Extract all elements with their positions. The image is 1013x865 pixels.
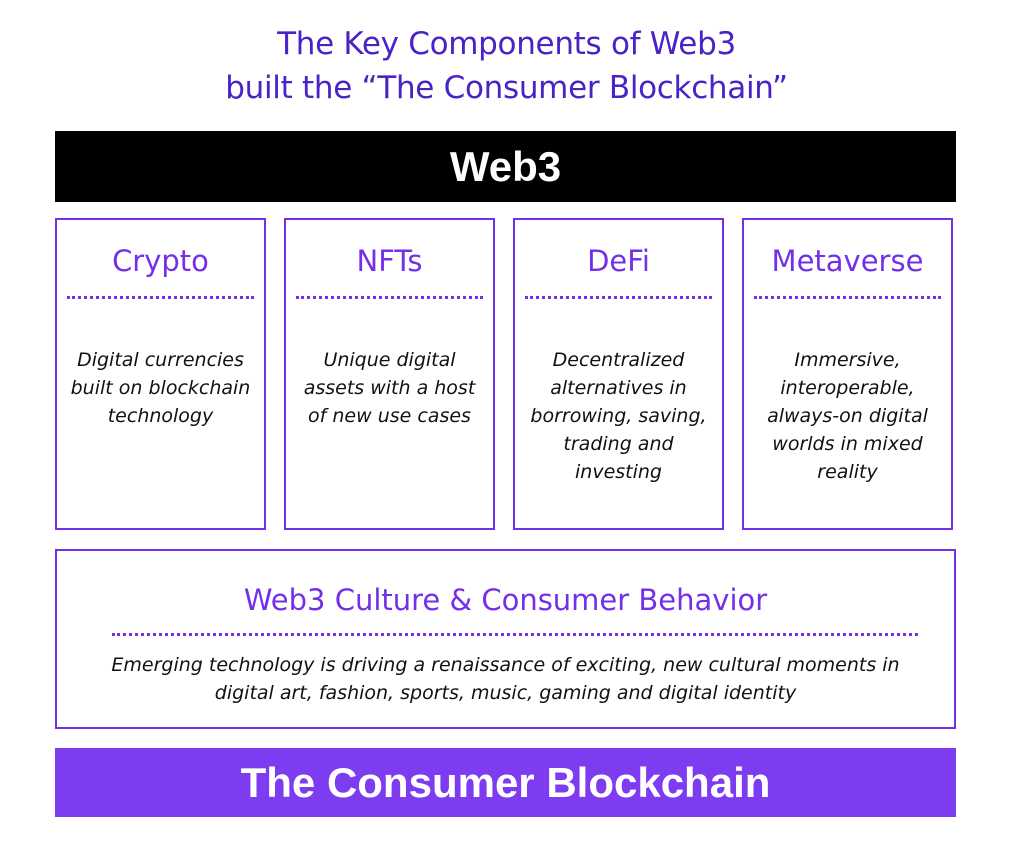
title-line-2: built the “The Consumer Blockchain” <box>225 70 788 106</box>
card-description: Digital currencies built on blockchain t… <box>70 349 251 427</box>
dotted-divider <box>67 296 254 299</box>
card-title: DeFi <box>587 244 650 278</box>
component-card-crypto: Crypto Digital currencies built on block… <box>55 218 266 530</box>
component-card-defi: DeFi Decentralized alternatives in borro… <box>513 218 724 530</box>
card-description: Immersive, interoperable, always-on digi… <box>767 349 928 483</box>
web3-banner-label: Web3 <box>449 142 562 190</box>
card-description: Unique digital assets with a host of new… <box>303 349 476 427</box>
web3-banner: Web3 <box>55 131 956 202</box>
consumer-blockchain-label: The Consumer Blockchain <box>240 758 771 806</box>
culture-description: Emerging technology is driving a renaiss… <box>111 654 900 704</box>
dotted-divider <box>112 633 918 636</box>
component-card-nfts: NFTs Unique digital assets with a host o… <box>284 218 495 530</box>
consumer-blockchain-banner: The Consumer Blockchain <box>55 748 956 817</box>
culture-title: Web3 Culture & Consumer Behavior <box>243 583 768 617</box>
diagram-title: The Key Components of Web3 built the “Th… <box>0 22 1013 110</box>
dotted-divider <box>296 296 483 299</box>
title-line-1: The Key Components of Web3 <box>277 26 736 62</box>
culture-box: Web3 Culture & Consumer Behavior Emergin… <box>55 549 956 729</box>
card-title: Crypto <box>112 244 209 278</box>
card-title: Metaverse <box>771 244 924 278</box>
component-card-metaverse: Metaverse Immersive, interoperable, alwa… <box>742 218 953 530</box>
dotted-divider <box>754 296 941 299</box>
card-description: Decentralized alternatives in borrowing,… <box>530 349 707 483</box>
card-title: NFTs <box>356 244 423 278</box>
dotted-divider <box>525 296 712 299</box>
